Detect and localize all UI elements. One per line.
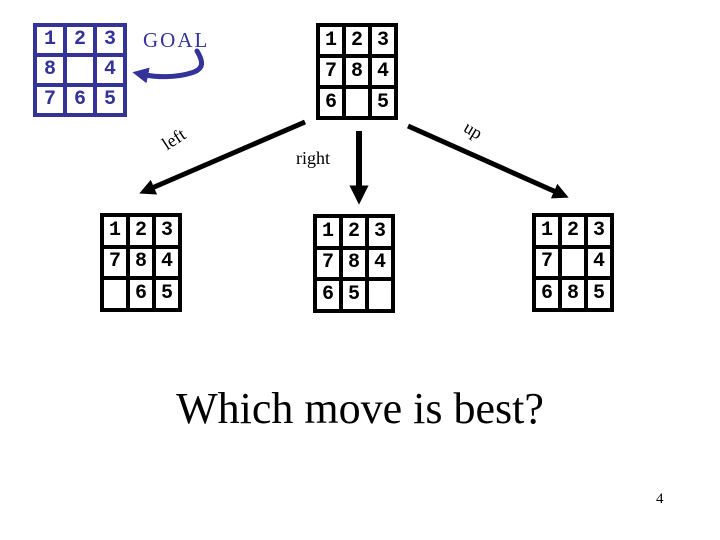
- puzzle-cell: 3: [156, 217, 178, 245]
- puzzle-cell: 2: [130, 217, 152, 245]
- puzzle-cell: 4: [97, 57, 123, 83]
- puzzle-cell: 7: [104, 248, 126, 277]
- goal-curved-arrow-icon: [132, 48, 204, 84]
- current-state-puzzle: 1 2 3 7 8 4 6 5: [316, 23, 398, 120]
- up-move-label: up: [460, 116, 487, 144]
- puzzle-cell: 3: [588, 217, 610, 245]
- puzzle-cell: 8: [562, 280, 584, 308]
- puzzle-cell: 4: [372, 58, 394, 85]
- puzzle-cell: 8: [346, 58, 368, 85]
- puzzle-cell: 6: [317, 281, 339, 309]
- puzzle-cell: 7: [536, 248, 558, 277]
- puzzle-cell: 2: [346, 27, 368, 54]
- puzzle-cell-blank: [104, 280, 126, 308]
- right-move-label: right: [296, 148, 330, 168]
- puzzle-cell: 5: [372, 89, 394, 116]
- puzzle-cell: 1: [37, 27, 63, 53]
- right-move-puzzle: 1 2 3 7 8 4 6 5: [313, 214, 395, 313]
- puzzle-cell: 3: [369, 218, 391, 246]
- puzzle-cell: 7: [317, 249, 339, 278]
- puzzle-cell: 3: [372, 27, 394, 54]
- slide-page-number: 4: [656, 491, 664, 507]
- puzzle-cell: 1: [104, 217, 126, 245]
- puzzle-cell: 6: [320, 89, 342, 116]
- question-title: Which move is best?: [176, 384, 544, 433]
- puzzle-cell: 4: [369, 249, 391, 278]
- puzzle-cell: 5: [343, 281, 365, 309]
- goal-label: GOAL: [143, 28, 210, 52]
- puzzle-cell: 5: [156, 280, 178, 308]
- puzzle-cell: 1: [536, 217, 558, 245]
- left-move-puzzle: 1 2 3 7 8 4 6 5: [100, 213, 182, 312]
- puzzle-cell: 5: [588, 280, 610, 308]
- up-move-arrow-icon: [406, 123, 569, 199]
- puzzle-cell-blank: [346, 89, 368, 116]
- puzzle-cell: 8: [343, 249, 365, 278]
- puzzle-cell: 3: [97, 27, 123, 53]
- puzzle-cell: 2: [562, 217, 584, 245]
- puzzle-cell: 6: [67, 87, 93, 113]
- puzzle-cell: 4: [156, 248, 178, 277]
- puzzle-cell: 5: [97, 87, 123, 113]
- puzzle-cell: 2: [67, 27, 93, 53]
- puzzle-cell: 8: [37, 57, 63, 83]
- puzzle-cell: 6: [130, 280, 152, 308]
- puzzle-cell: 1: [320, 27, 342, 54]
- puzzle-cell: 7: [37, 87, 63, 113]
- left-move-label: left: [158, 124, 190, 155]
- puzzle-cell: 4: [588, 248, 610, 277]
- puzzle-cell: 1: [317, 218, 339, 246]
- goal-puzzle: 1 2 3 8 4 7 6 5: [33, 23, 127, 117]
- puzzle-cell-blank: [67, 57, 93, 83]
- puzzle-cell: 8: [130, 248, 152, 277]
- puzzle-cell: 2: [343, 218, 365, 246]
- up-move-puzzle: 1 2 3 7 4 6 8 5: [532, 213, 614, 312]
- puzzle-cell: 6: [536, 280, 558, 308]
- puzzle-cell-blank: [562, 248, 584, 277]
- puzzle-cell-blank: [369, 281, 391, 309]
- puzzle-cell: 7: [320, 58, 342, 85]
